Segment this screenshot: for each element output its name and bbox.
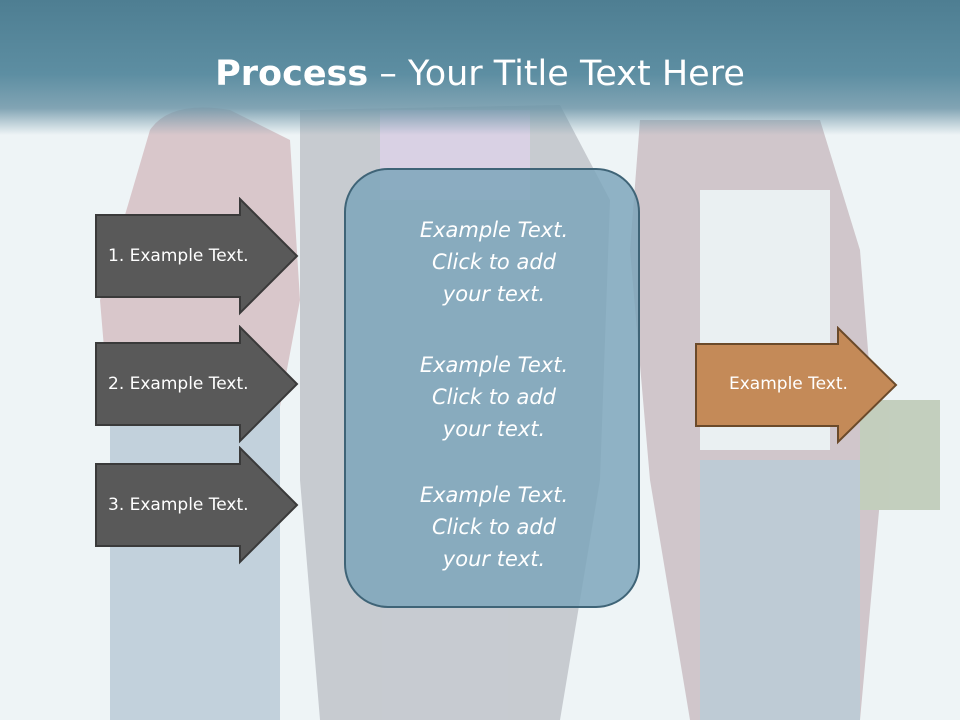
title-bold: Process <box>215 54 369 94</box>
step-label-3: 3. Example Text. <box>108 495 249 515</box>
result-arrow[interactable] <box>694 326 900 446</box>
step-arrow-3[interactable] <box>94 446 300 566</box>
step-label-2: 2. Example Text. <box>108 374 249 394</box>
title-rest: – Your Title Text Here <box>368 54 745 94</box>
result-label: Example Text. <box>729 374 848 394</box>
center-text-box[interactable]: Example Text. Click to add your text. Ex… <box>344 168 640 608</box>
slide-title[interactable]: Process – Your Title Text Here <box>0 52 960 96</box>
text-block-1: Example Text. Click to add your text. <box>419 218 569 306</box>
step-arrow-1[interactable] <box>94 197 300 317</box>
step-arrow-2[interactable] <box>94 325 300 445</box>
text-block-2: Example Text. Click to add your text. <box>419 353 569 441</box>
text-block-3: Example Text. Click to add your text. <box>419 483 569 571</box>
step-label-1: 1. Example Text. <box>108 246 249 266</box>
header-bar <box>0 0 960 135</box>
